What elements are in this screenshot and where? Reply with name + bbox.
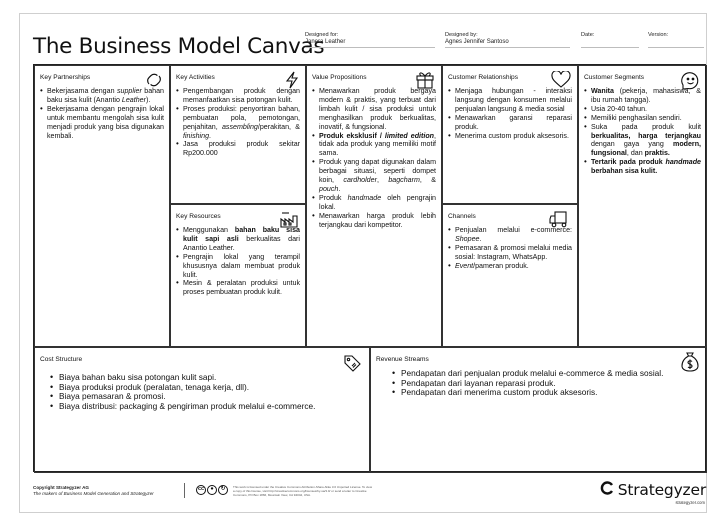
- key-activities-title: Key Activities: [176, 74, 215, 81]
- list-item: Menjaga hubungan - interaksi langsung de…: [448, 87, 572, 114]
- version-label: Version:: [648, 32, 669, 38]
- designed-for-field[interactable]: Designed for: Janera Leather: [305, 32, 435, 48]
- list-item: Produk yang dapat digunakan dalam berbag…: [312, 158, 436, 194]
- makers-text: The makers of Business Model Generation …: [33, 491, 154, 496]
- list-item: Menawarkan produk bergaya modern & prakt…: [312, 87, 436, 132]
- customer-relationships-title: Customer Relationships: [448, 74, 518, 81]
- list-item: Menerima custom produk aksesoris.: [448, 132, 572, 141]
- brand-url: strategyzer.com: [675, 500, 705, 505]
- list-item: Mesin & peralatan produksi untuk proses …: [176, 279, 300, 297]
- revenue-streams-block[interactable]: Revenue Streams Pendapatan dari penjuala…: [370, 347, 707, 473]
- list-item: Pengembangan produk dengan memanfaatkan …: [176, 87, 300, 105]
- list-item: Bekerjasama dengan pengrajin lokal untuk…: [40, 105, 164, 141]
- date-field[interactable]: Date:: [581, 32, 639, 48]
- cost-structure-list: Biaya bahan baku sisa potongan kulit sap…: [40, 372, 364, 412]
- copyright-text: Copyright Strategyzer AG: [33, 485, 89, 490]
- list-item: Menawarkan garansi reparasi produk.: [448, 114, 572, 132]
- key-resources-list: Menggunakan bahan baku sisa kulit sapi a…: [176, 226, 300, 297]
- list-item: Tertarik pada produk handmade berbahan s…: [584, 158, 701, 176]
- list-item: Wanita (pekerja, mahasiswa, & ibu rumah …: [584, 87, 701, 105]
- customer-relationships-block[interactable]: Customer Relationships Menjaga hubungan …: [442, 65, 578, 204]
- cost-structure-title: Cost Structure: [40, 356, 83, 363]
- business-model-canvas: Key Partnerships Bekerjasama dengan supp…: [33, 64, 707, 473]
- brand-name: Strategyzer: [617, 481, 706, 499]
- key-partnerships-title: Key Partnerships: [40, 74, 91, 81]
- list-item: Pendapatan dari penjualan produk melalui…: [392, 368, 701, 379]
- key-resources-block[interactable]: Key Resources Menggunakan bahan baku sis…: [170, 204, 306, 347]
- list-item: Biaya pemasaran & promosi.: [50, 392, 364, 402]
- key-partnerships-list: Bekerjasama dengan supplier bahan baku s…: [40, 87, 164, 140]
- list-item: Penjualan melalui e-commerce: Shopee.: [448, 226, 572, 244]
- customer-relationships-list: Menjaga hubungan - interaksi langsung de…: [448, 87, 572, 140]
- list-item: Memiliki penghasilan sendiri.: [584, 114, 701, 123]
- cost-structure-block[interactable]: Cost Structure Biaya bahan baku sisa pot…: [34, 347, 370, 473]
- strategyzer-mark-icon: [600, 481, 614, 499]
- list-item: Suka pada produk kulit berkualitas, harg…: [584, 123, 701, 159]
- list-item: Bekerjasama dengan supplier bahan baku s…: [40, 87, 164, 105]
- list-item: Event/pameran produk.: [448, 262, 572, 271]
- version-value: [648, 39, 704, 48]
- designed-by-field[interactable]: Designed by: Agnes Jennifer Santoso: [445, 32, 570, 48]
- list-item: Menggunakan bahan baku sisa kulit sapi a…: [176, 226, 300, 253]
- customer-segments-title: Customer Segments: [584, 74, 645, 81]
- link-icon: [145, 71, 163, 89]
- value-propositions-block[interactable]: Value Propositions Menawarkan produk ber…: [306, 65, 442, 347]
- channels-list: Penjualan melalui e-commerce: Shopee.Pem…: [448, 226, 572, 271]
- list-item: Usia 20-40 tahun.: [584, 105, 701, 114]
- footer-credits: Copyright Strategyzer AG The makers of B…: [33, 485, 154, 497]
- list-item: Biaya bahan baku sisa potongan kulit sap…: [50, 372, 364, 383]
- designed-for-value: Janera Leather: [305, 39, 435, 48]
- list-item: Produk handmade oleh pengrajin lokal.: [312, 194, 436, 212]
- by-icon: ●: [207, 485, 217, 495]
- strategyzer-logo[interactable]: Strategyzer: [600, 481, 706, 499]
- list-item: Proses produksi: penyortiran bahan, pemb…: [176, 105, 300, 141]
- sa-icon: ↻: [218, 485, 228, 495]
- value-propositions-title: Value Propositions: [312, 74, 367, 81]
- footer-divider: [184, 483, 185, 498]
- key-resources-title: Key Resources: [176, 213, 221, 220]
- list-item: Pendapatan dari menerima custom produk a…: [392, 388, 701, 398]
- customer-segments-list: Wanita (pekerja, mahasiswa, & ibu rumah …: [584, 87, 701, 176]
- key-partnerships-block[interactable]: Key Partnerships Bekerjasama dengan supp…: [34, 65, 170, 347]
- channels-block[interactable]: Channels Penjualan melalui e-commerce: S…: [442, 204, 578, 347]
- date-value: [581, 39, 639, 48]
- channels-title: Channels: [448, 213, 476, 220]
- list-item: Jasa produksi produk sekitar Rp200.000: [176, 140, 300, 158]
- designed-by-value: Agnes Jennifer Santoso: [445, 39, 570, 48]
- list-item: Produk eksklusif / limited edition, tida…: [312, 132, 436, 159]
- page-title: The Business Model Canvas: [33, 34, 325, 59]
- revenue-streams-title: Revenue Streams: [376, 356, 429, 363]
- date-label: Date:: [581, 32, 595, 38]
- price-tag-icon: [343, 354, 361, 372]
- revenue-streams-list: Pendapatan dari penjualan produk melalui…: [376, 368, 701, 398]
- creative-commons-badge[interactable]: cc ● ↻: [196, 485, 228, 495]
- value-propositions-list: Menawarkan produk bergaya modern & prakt…: [312, 87, 436, 230]
- license-text: This work is licensed under the Creative…: [233, 485, 373, 497]
- designed-by-label: Designed by:: [445, 32, 478, 38]
- list-item: Pendapatan dari layanan reparasi produk.: [392, 378, 701, 389]
- version-field[interactable]: Version:: [648, 32, 704, 48]
- list-item: Pengrajin lokal yang terampil khususnya …: [176, 253, 300, 280]
- list-item: Biaya distribusi: packaging & pengiriman…: [50, 401, 364, 412]
- cc-icon: cc: [196, 485, 206, 495]
- key-activities-block[interactable]: Key Activities Pengembangan produk denga…: [170, 65, 306, 204]
- list-item: Pemasaran & promosi melalui media sosial…: [448, 244, 572, 262]
- designed-for-label: Designed for:: [305, 32, 339, 38]
- heart-icon: [551, 71, 571, 88]
- key-activities-list: Pengembangan produk dengan memanfaatkan …: [176, 87, 300, 158]
- list-item: Biaya produksi produk (peralatan, tenaga…: [50, 382, 364, 393]
- customer-segments-block[interactable]: Customer Segments Wanita (pekerja, mahas…: [578, 65, 707, 347]
- factory-icon: [279, 211, 299, 229]
- list-item: Menawarkan harga produk lebih terjangkau…: [312, 212, 436, 230]
